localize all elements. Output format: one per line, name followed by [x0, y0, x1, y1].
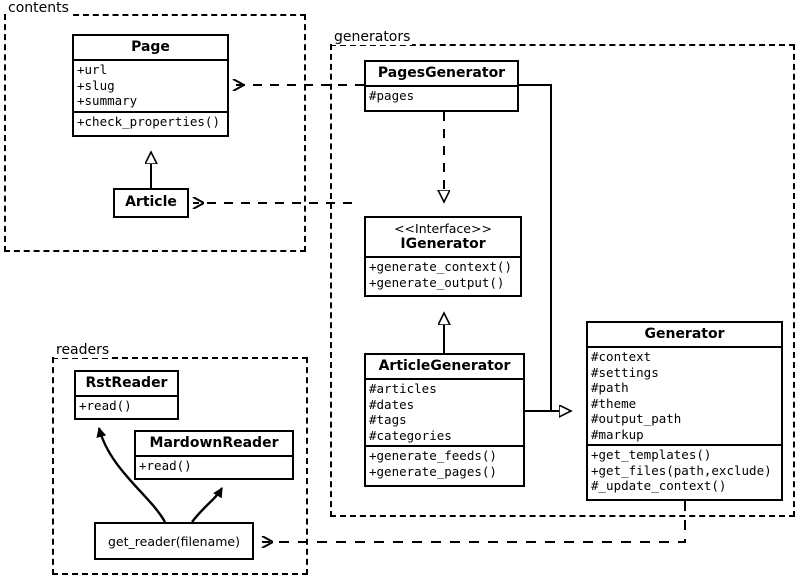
attribute-row: #settings [591, 364, 659, 380]
package-label-generators: generators [332, 29, 413, 45]
method-row: +check_properties() [77, 113, 220, 129]
attribute-row: +url [77, 62, 108, 77]
package-label-readers: readers [54, 342, 112, 358]
method-row: #_update_context() [591, 478, 727, 493]
method-row: +get_templates() [591, 447, 712, 462]
function-node-get-reader[interactable]: get_reader(filename) [94, 522, 254, 560]
class-igenerator-methods: +generate_context() +generate_output() [366, 256, 520, 292]
attribute-row: +slug [77, 77, 115, 93]
method-row: +generate_feeds() [369, 448, 497, 463]
class-article-generator-attributes: #articles #dates #tags #categories [366, 378, 523, 445]
class-page-methods: +check_properties() [74, 110, 227, 132]
attribute-row: +read() [79, 398, 132, 413]
package-contents [4, 14, 306, 252]
attribute-row: #context [591, 349, 652, 364]
class-generator-title: Generator [644, 326, 725, 342]
attribute-row: +summary [77, 93, 138, 108]
attribute-row: #articles [369, 381, 437, 396]
attribute-row: #categories [369, 427, 452, 443]
method-row: +generate_output() [369, 274, 505, 290]
class-pages-generator-attributes: #pages [366, 85, 517, 106]
class-pages-generator-title: PagesGenerator [377, 65, 506, 81]
attribute-row: #dates [369, 396, 415, 412]
class-igenerator-stereotype: <<Interface>> [394, 221, 492, 236]
attribute-row: #pages [369, 88, 415, 103]
class-igenerator-title: IGenerator [400, 236, 486, 252]
class-pages-generator[interactable]: PagesGenerator #pages [364, 60, 519, 112]
class-page-title: Page [131, 39, 170, 55]
class-mardown-reader[interactable]: MardownReader +read() [134, 430, 294, 480]
attribute-row: #path [591, 380, 629, 395]
class-article-generator-title: ArticleGenerator [378, 358, 511, 374]
class-rst-reader[interactable]: RstReader +read() [74, 370, 179, 420]
attribute-row: #tags [369, 412, 407, 427]
class-page[interactable]: Page +url +slug +summary +check_properti… [72, 34, 229, 137]
class-mardown-reader-attributes: +read() [136, 455, 292, 476]
class-article[interactable]: Article [113, 188, 189, 218]
class-page-attributes: +url +slug +summary [74, 59, 227, 111]
class-article-title: Article [125, 194, 177, 210]
package-label-contents: contents [6, 0, 71, 16]
class-generator-methods: +get_templates() +get_files(path,exclude… [588, 444, 781, 496]
class-generator[interactable]: Generator #context #settings #path #them… [586, 321, 783, 501]
package-readers [52, 357, 308, 575]
method-row: +get_files(path,exclude) [591, 462, 772, 478]
attribute-row: #theme [591, 395, 637, 411]
class-rst-reader-attributes: +read() [76, 395, 177, 416]
method-row: +generate_pages() [369, 463, 497, 479]
class-article-generator[interactable]: ArticleGenerator #articles #dates #tags … [364, 353, 525, 487]
attribute-row: +read() [139, 458, 192, 473]
function-node-label: get_reader(filename) [108, 533, 240, 549]
class-igenerator[interactable]: <<Interface>> IGenerator +generate_conte… [364, 216, 522, 297]
attribute-row: #markup [591, 426, 644, 442]
class-mardown-reader-title: MardownReader [149, 435, 279, 451]
attribute-row: #output_path [591, 411, 682, 426]
method-row: +generate_context() [369, 259, 512, 274]
class-rst-reader-title: RstReader [85, 375, 168, 391]
class-article-generator-methods: +generate_feeds() +generate_pages() [366, 445, 523, 481]
class-generator-attributes: #context #settings #path #theme #output_… [588, 346, 781, 444]
